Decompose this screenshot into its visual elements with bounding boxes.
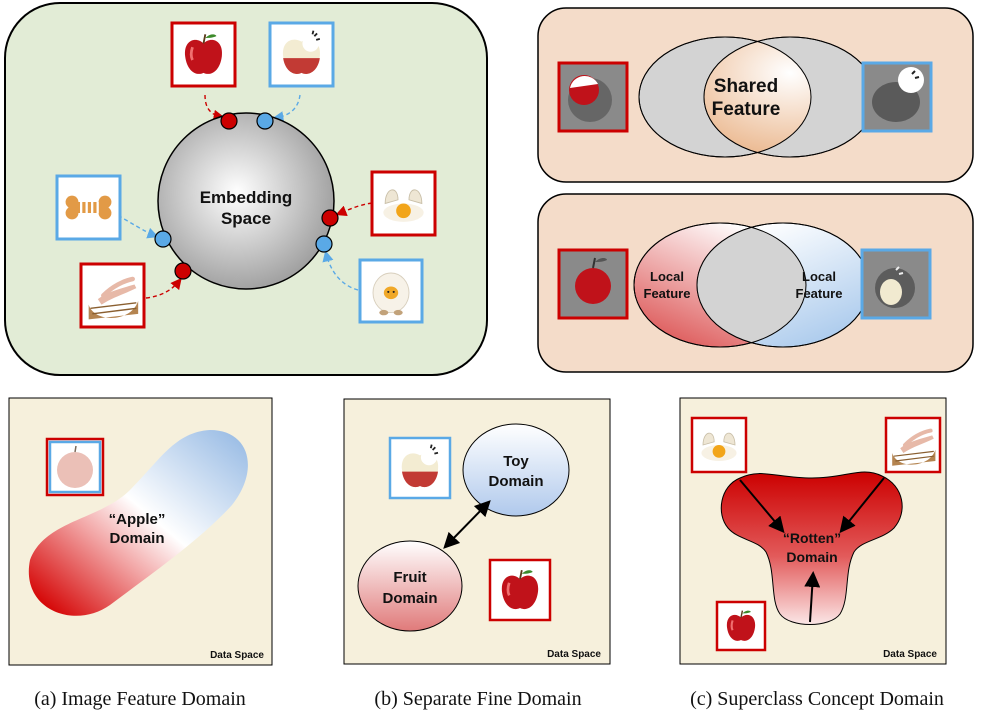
- local-overlap: [697, 223, 806, 347]
- panel-b-data-space: Data Space: [547, 649, 601, 660]
- shared-overlap: [704, 37, 811, 157]
- red-apple-icon: [170, 21, 237, 88]
- apple-domain-line1: “Apple”: [109, 511, 166, 528]
- point-apple: [220, 112, 238, 130]
- panel-c-feet-thumbnail: [884, 416, 942, 474]
- panel-a-data-space: Data Space: [210, 650, 264, 661]
- caption-b: (b) Separate Fine Domain: [374, 688, 581, 710]
- shared-label-line2: Feature: [712, 99, 781, 120]
- point-bone: [154, 230, 172, 248]
- egg-plush-toy-icon: [358, 258, 424, 324]
- domain-separation-arrow: [443, 500, 491, 549]
- shared-feature-panel: Shared Feature: [537, 7, 974, 183]
- panel-a-apple-thumbnail: [45, 437, 105, 497]
- point-egg: [321, 209, 339, 227]
- arrow-egg-to-rotten: [739, 479, 785, 534]
- point-chicken-feet: [174, 262, 192, 280]
- apple-domain-blob: [28, 430, 248, 616]
- fruit-domain-line2: Domain: [382, 590, 437, 607]
- caption-c: (c) Superclass Concept Domain: [690, 688, 944, 710]
- caption-a: (a) Image Feature Domain: [34, 688, 246, 710]
- local-left-line2: Feature: [644, 286, 691, 301]
- local-left-line1: Local: [650, 269, 684, 284]
- shared-label-line1: Shared: [714, 76, 778, 97]
- shared-toy-apple-thumbnail: [861, 61, 933, 133]
- bone-toy-icon: [55, 174, 122, 241]
- embedding-space-circle: [157, 112, 335, 290]
- embedding-panel: Embedding Space: [4, 2, 488, 376]
- arrow-toyapple-to-embedding: [272, 94, 301, 123]
- local-feature-panel: Local Feature Local Feature: [537, 193, 974, 373]
- local-right-line1: Local: [802, 269, 836, 284]
- rotten-domain-line2: Domain: [786, 549, 837, 565]
- point-toy-apple: [256, 112, 274, 130]
- panel-c-apple-thumbnail: [715, 600, 767, 652]
- local-right-line2: Feature: [796, 286, 843, 301]
- cracked-egg-icon: [370, 170, 437, 237]
- panel-b-toy-apple-thumbnail: [388, 436, 452, 500]
- arrow-bone-to-embedding: [111, 211, 159, 239]
- panel-c: “Rotten” Domain Data Space: [679, 397, 947, 665]
- embedding-label-line1: Embedding: [200, 188, 293, 207]
- panel-a: “Apple” Domain Data Space: [8, 397, 273, 666]
- fruit-domain-ellipse: [357, 540, 463, 632]
- point-plush-egg: [315, 235, 333, 253]
- arrow-apple-to-rotten: [804, 571, 821, 623]
- panel-b: Toy Domain Fruit Domain Data Space: [343, 398, 611, 665]
- embedding-label-line2: Space: [221, 209, 271, 228]
- local-apple-thumbnail: [557, 248, 629, 320]
- arrow-feet-to-embedding: [145, 277, 182, 299]
- rotten-domain-line1: “Rotten”: [783, 530, 841, 546]
- fruit-domain-line1: Fruit: [393, 569, 426, 586]
- local-toy-apple-thumbnail: [860, 248, 932, 320]
- toy-domain-line1: Toy: [503, 453, 529, 470]
- toy-domain-ellipse: [462, 423, 570, 517]
- chicken-feet-basket-icon: [79, 262, 146, 329]
- panel-c-data-space: Data Space: [883, 649, 937, 660]
- arrow-egg-to-embedding: [335, 202, 373, 217]
- panel-c-egg-thumbnail: [690, 416, 748, 474]
- toy-domain-line2: Domain: [488, 473, 543, 490]
- shared-apple-thumbnail: [557, 61, 629, 133]
- panel-b-apple-thumbnail: [488, 558, 552, 622]
- arrow-feet-to-rotten: [839, 477, 885, 534]
- bitten-toy-apple-icon: [268, 21, 335, 88]
- apple-domain-line2: Domain: [109, 530, 164, 547]
